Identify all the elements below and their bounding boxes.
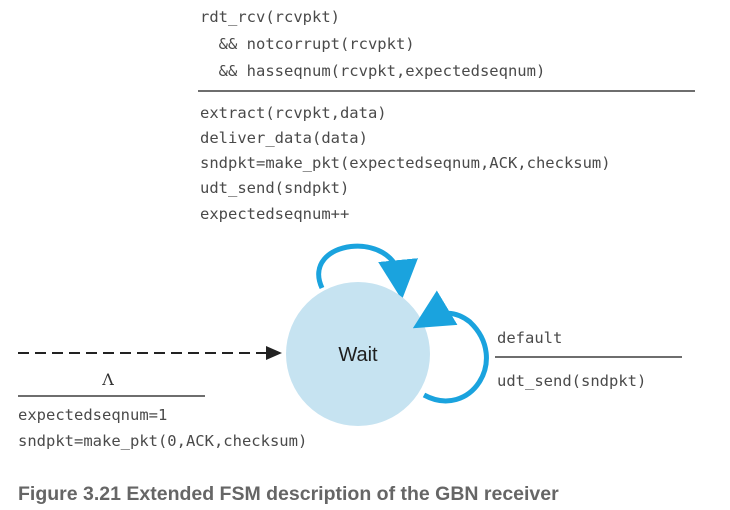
initial-arrowhead: [266, 346, 282, 360]
top-transition-actions: extract(rcvpkt,data) deliver_data(data) …: [200, 104, 611, 223]
initial-action-line: sndpkt=make_pkt(0,ACK,checksum): [18, 432, 307, 450]
top-transition-condition: rdt_rcv(rcvpkt) && notcorrupt(rcvpkt) &&…: [200, 8, 545, 80]
action-line: deliver_data(data): [200, 129, 368, 147]
top-self-loop-arrow: [316, 243, 418, 300]
initial-transition-condition: Λ: [101, 370, 114, 389]
condition-line: rdt_rcv(rcvpkt): [200, 8, 340, 26]
action-line: sndpkt=make_pkt(expectedseqnum,ACK,check…: [200, 154, 611, 172]
wait-state-circle: [286, 282, 430, 426]
right-transition-condition: default: [497, 329, 562, 347]
action-line: extract(rcvpkt,data): [200, 104, 387, 122]
right-self-loop-arrow: [412, 290, 489, 404]
right-transition-action: udt_send(sndpkt): [497, 372, 646, 390]
condition-line: && notcorrupt(rcvpkt): [200, 35, 415, 53]
condition-line: && hasseqnum(rcvpkt,expectedseqnum): [200, 62, 545, 80]
wait-state-label: Wait: [338, 344, 378, 366]
initial-action-line: expectedseqnum=1: [18, 406, 167, 424]
figure-caption: Figure 3.21 Extended FSM description of …: [18, 483, 559, 505]
action-line: expectedseqnum++: [200, 205, 349, 223]
action-line: udt_send(sndpkt): [200, 179, 349, 197]
